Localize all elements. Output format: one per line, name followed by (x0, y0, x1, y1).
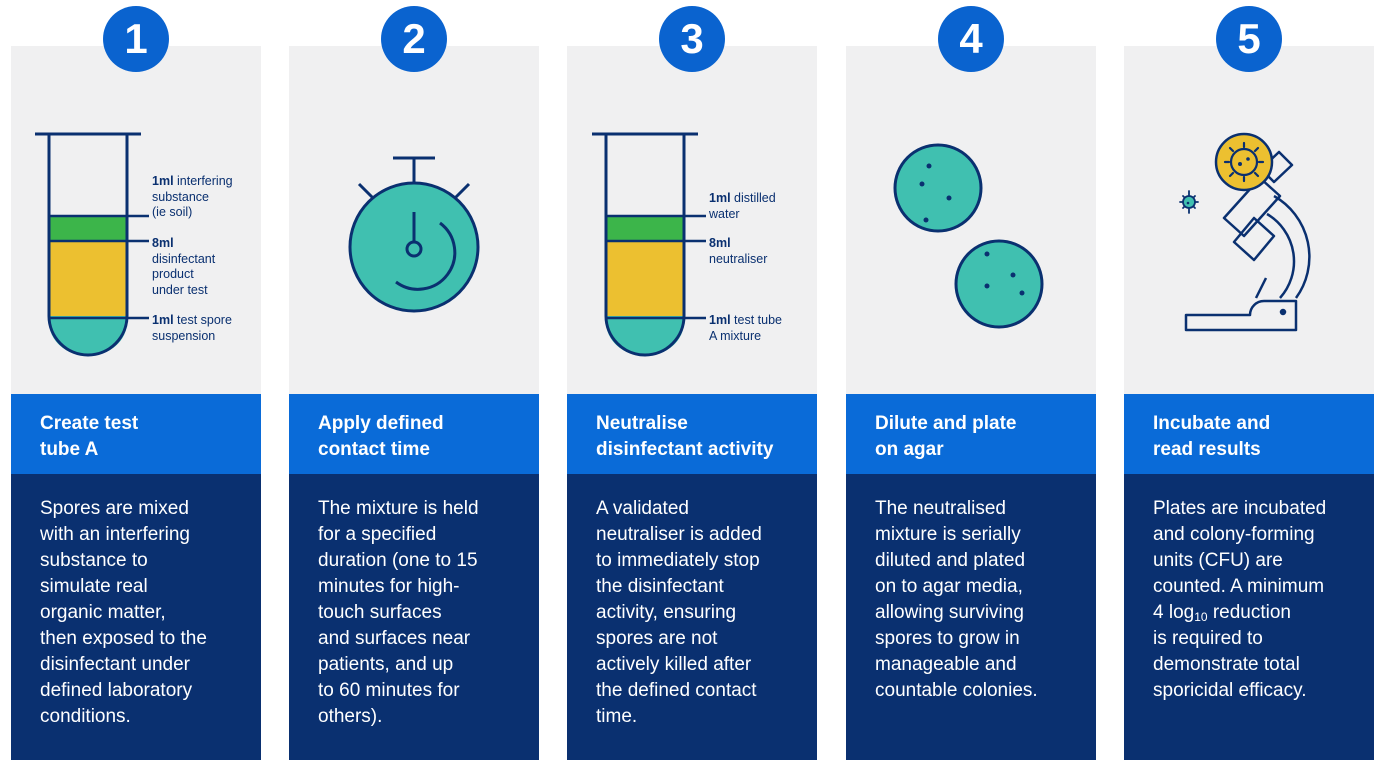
step-number-badge: 3 (659, 6, 725, 72)
step-number-badge: 5 (1216, 6, 1282, 72)
step-illustration (1124, 46, 1374, 394)
step-illustration: 1ml distilled water 8ml neutraliser 1ml … (567, 46, 817, 394)
step-card-5: 5 (1124, 0, 1374, 760)
step-description: The neutralised mixture is serially dilu… (846, 474, 1096, 760)
label-distilled-water: 1ml distilled water (709, 191, 776, 221)
step-card-4: 4 Dilute and plate on agar The neutralis… (846, 0, 1096, 760)
step-title: Create test tube A (11, 394, 261, 474)
step-card-2: 2 Apply defined contact time The mixture… (289, 0, 539, 760)
step-illustration (846, 46, 1096, 394)
test-tube-icon (592, 132, 706, 357)
step-title: Dilute and plate on agar (846, 394, 1096, 474)
agar-plates-icon (893, 143, 1044, 329)
label-disinfectant-product: 8ml disinfectant product under test (152, 236, 216, 297)
step-illustration: 1ml interfering substance (ie soil) 8ml … (11, 46, 261, 394)
step-description: Plates are incubated and colony-forming … (1124, 474, 1374, 760)
step-title: Apply defined contact time (289, 394, 539, 474)
label-test-tube-a-mixture: 1ml test tube A mixture (709, 313, 782, 343)
step-description: A validated neutraliser is added to imme… (567, 474, 817, 760)
step-illustration (289, 46, 539, 394)
step-number-badge: 4 (938, 6, 1004, 72)
label-test-spore-suspension: 1ml test spore suspension (152, 313, 232, 343)
label-neutraliser: 8ml neutraliser (709, 236, 768, 266)
microscope-icon (1179, 132, 1311, 332)
step-number-badge: 2 (381, 6, 447, 72)
step-number-badge: 1 (103, 6, 169, 72)
step-description: The mixture is held for a specified dura… (289, 474, 539, 760)
step-description: Spores are mixed with an interfering sub… (11, 474, 261, 760)
step-title: Neutralise disinfectant activity (567, 394, 817, 474)
step-card-3: 3 1ml distilled water 8ml neutraliser 1m… (567, 0, 817, 760)
label-interfering-substance: 1ml interfering substance (ie soil) (152, 174, 233, 219)
step-title: Incubate and read results (1124, 394, 1374, 474)
stopwatch-icon (348, 156, 480, 313)
step-card-1: 1 1ml interfering substance (ie soil) 8m… (11, 0, 261, 760)
test-tube-icon (35, 132, 149, 357)
